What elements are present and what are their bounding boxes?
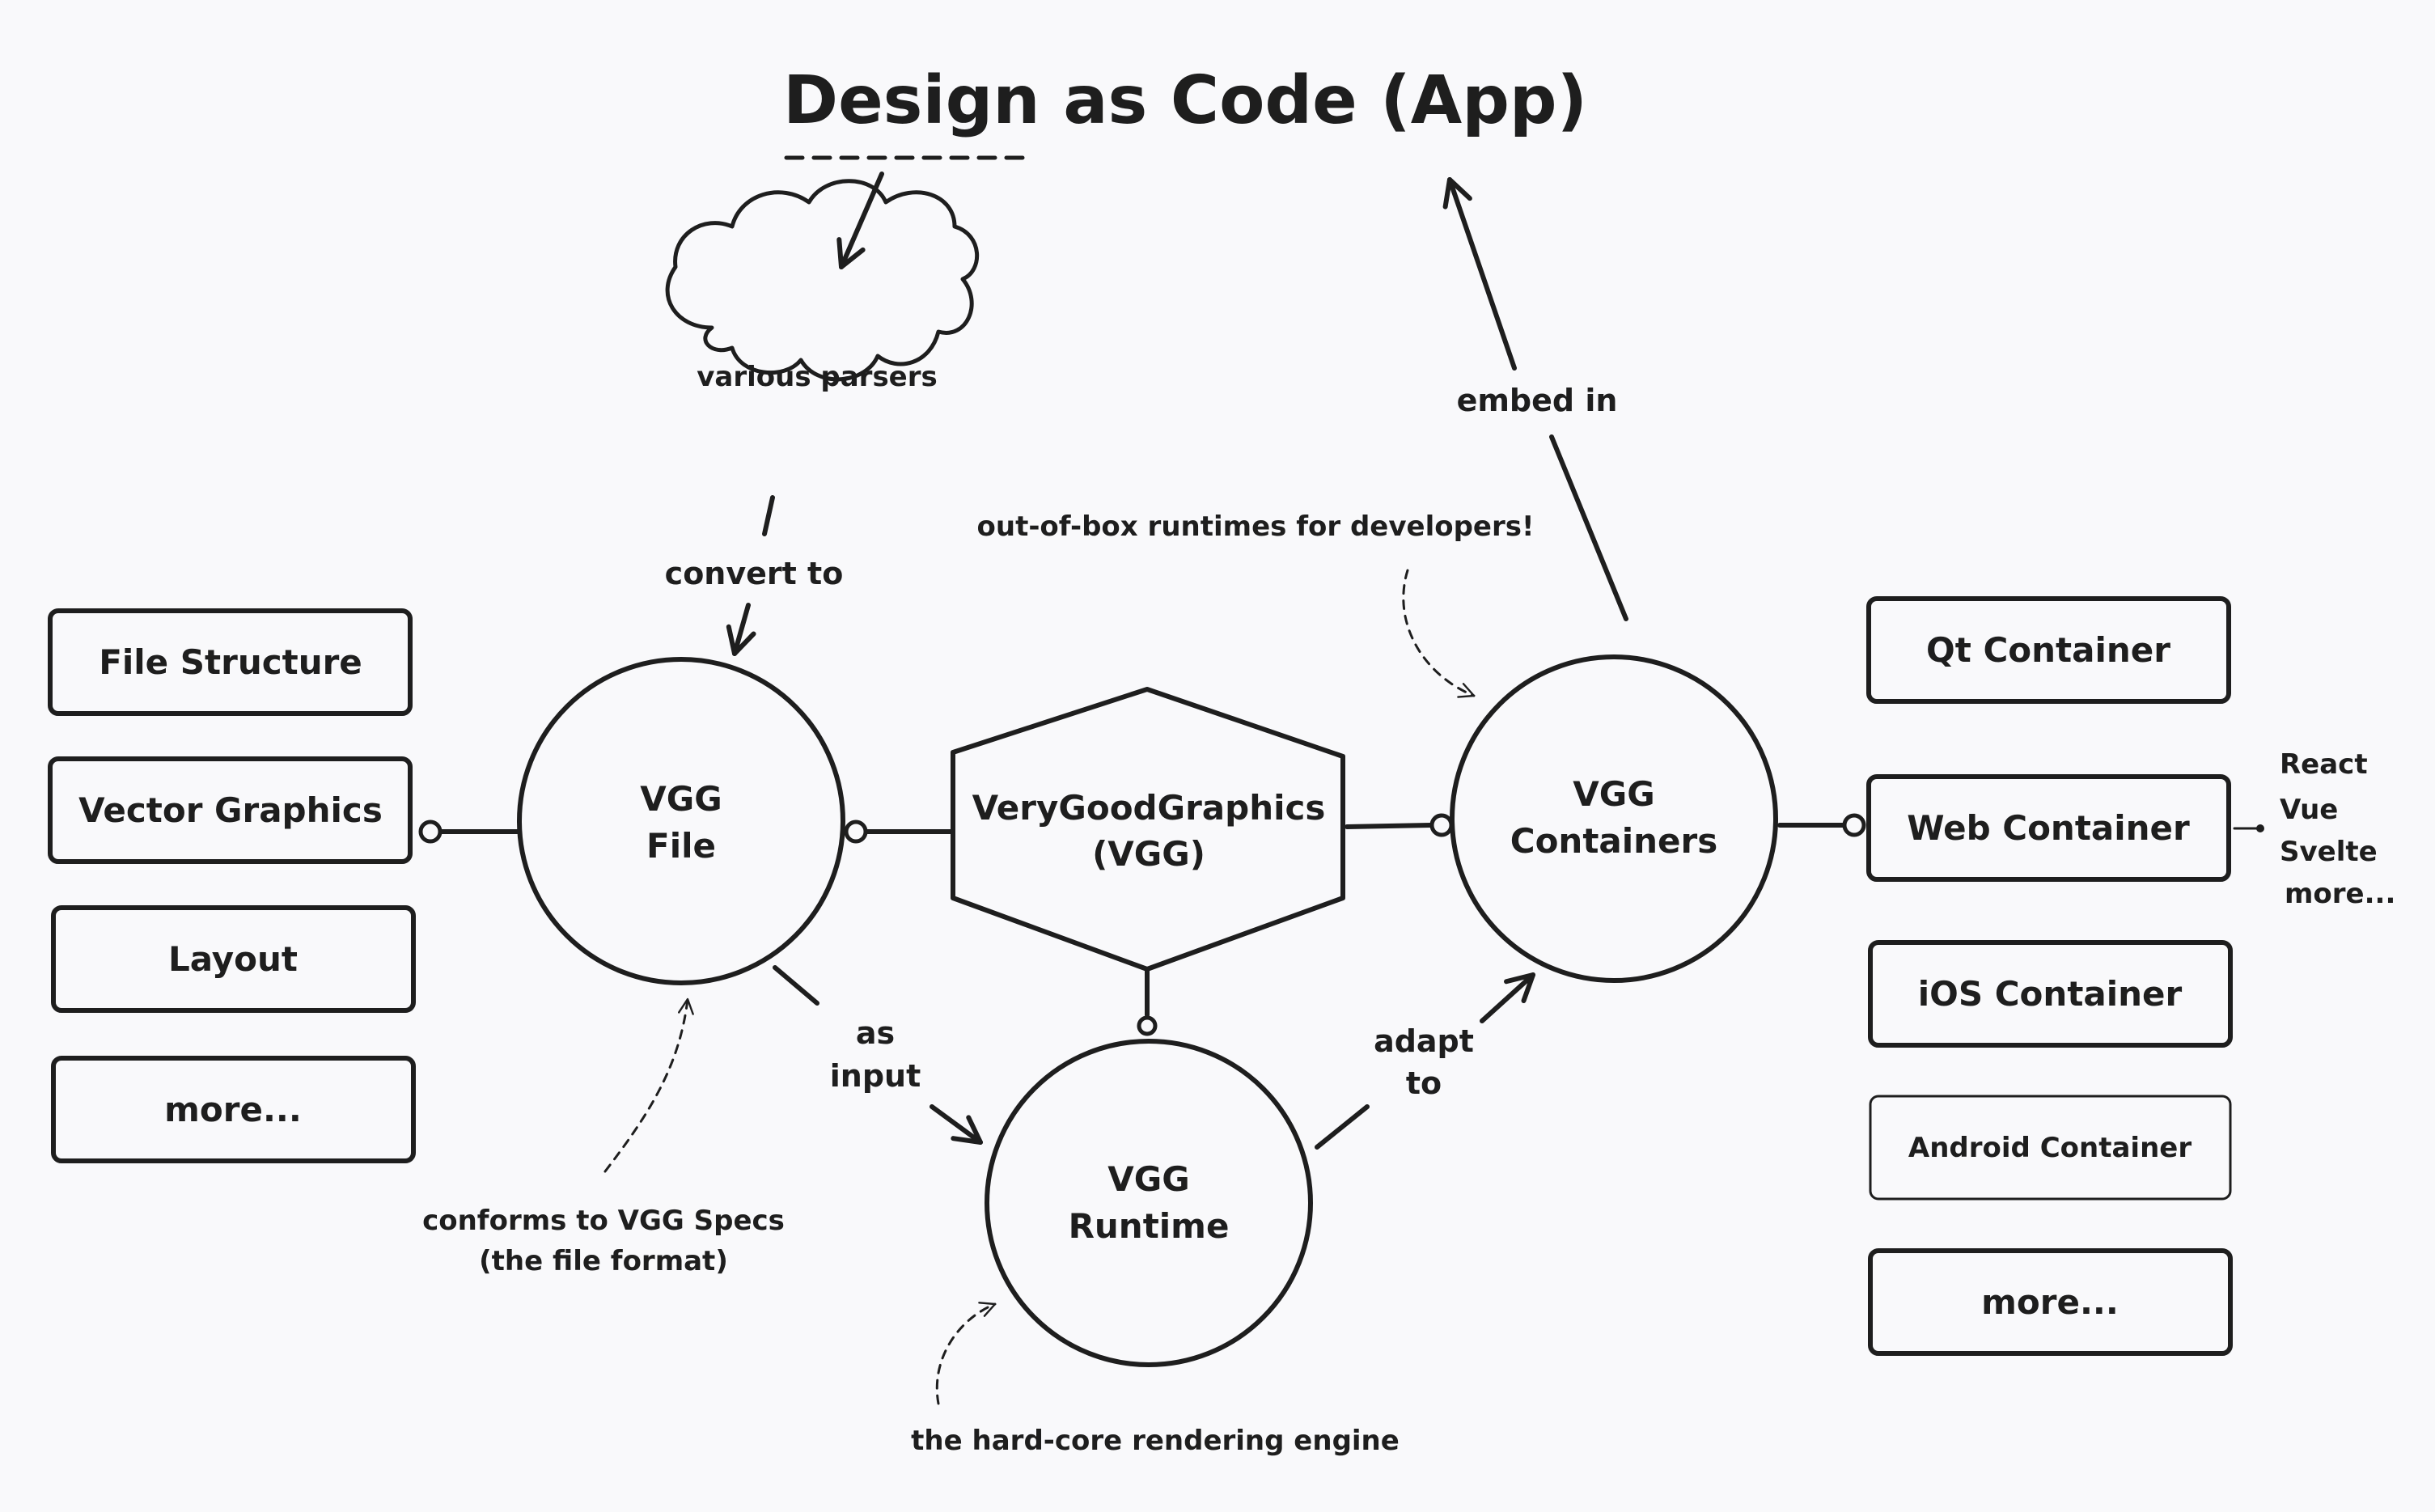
container-label: iOS Container <box>1918 974 2183 1014</box>
container-box <box>1869 1095 2232 1201</box>
line-runtime-adapt <box>1315 1104 1370 1150</box>
file-part-box <box>48 608 413 716</box>
dashed-arrow-specs-note <box>603 997 694 1173</box>
arrow-adapt-containers <box>1480 972 1535 1023</box>
vgg-file-label-line1: VGG <box>640 779 722 819</box>
container-box <box>1866 774 2231 882</box>
diagram-title: Design as Code (App) <box>783 62 1587 139</box>
container-box <box>1868 1248 2233 1356</box>
note-runtimes: out-of-box runtimes for developers! <box>977 510 1535 543</box>
file-part-label: more... <box>164 1090 302 1129</box>
file-parts-group: File Structure Vector Graphics Layout mo… <box>48 608 416 1163</box>
dashed-arrow-engine-note <box>935 1302 997 1405</box>
arrow-asinput-runtime <box>930 1104 983 1145</box>
vgg-runtime-label-line2: Runtime <box>1069 1206 1230 1246</box>
container-label: Qt Container <box>1926 630 2170 670</box>
file-part-box <box>48 756 413 864</box>
note-engine: the hard-core rendering engine <box>911 1425 1400 1457</box>
container-label: Web Container <box>1907 808 2190 848</box>
connector-dot <box>2256 824 2264 832</box>
framework-item: more... <box>2285 878 2395 910</box>
connector-core-containers <box>1345 823 1433 829</box>
dashed-arrow-runtimes-note <box>1402 569 1476 698</box>
connector-dot <box>1137 1015 1158 1036</box>
parsers-label: various parsers <box>697 361 938 393</box>
edge-label-as-input-line2: input <box>830 1058 921 1094</box>
edge-label-convert-to: convert to <box>665 556 844 591</box>
edge-label-adapt-to-line1: adapt <box>1374 1023 1474 1059</box>
line-vggfile-asinput <box>773 965 819 1006</box>
arrow-convert-to-vggfile <box>726 603 756 656</box>
file-part-label: File Structure <box>99 642 362 682</box>
web-frameworks-list: React Vue Svelte more... <box>2280 748 2395 910</box>
vgg-runtime-node <box>985 1039 1313 1367</box>
note-specs-line1: conforms to VGG Specs <box>422 1205 785 1237</box>
framework-item: React <box>2280 748 2368 781</box>
line-parsers-convert <box>762 495 775 536</box>
connector-dot <box>1842 813 1866 837</box>
arrow-embed-to-title <box>1442 177 1517 371</box>
vgg-core-node <box>951 687 1345 972</box>
container-label: Android Container <box>1908 1132 2192 1164</box>
edge-label-as-input-line1: as <box>856 1015 895 1051</box>
vgg-containers-node <box>1450 654 1778 983</box>
framework-item: Vue <box>2280 794 2338 826</box>
file-part-box <box>51 905 416 1013</box>
framework-item: Svelte <box>2280 836 2378 868</box>
vgg-core-label-line1: VeryGoodGraphics <box>972 788 1326 828</box>
file-part-label: Vector Graphics <box>78 790 383 830</box>
file-part-label: Layout <box>168 939 298 979</box>
container-label: more... <box>1981 1282 2119 1322</box>
line-containers-embed <box>1549 434 1628 621</box>
vgg-runtime-label-line1: VGG <box>1107 1159 1189 1199</box>
container-box <box>1866 596 2231 704</box>
vgg-file-label-line2: File <box>646 826 716 866</box>
connector-dot <box>1429 813 1454 837</box>
vgg-containers-label-line2: Containers <box>1510 821 1718 861</box>
edge-label-adapt-to-line2: to <box>1406 1065 1442 1101</box>
connector-dot <box>418 820 443 844</box>
vgg-file-node <box>517 657 845 985</box>
vgg-core-label-line2: (VGG) <box>1092 834 1205 874</box>
edge-label-embed-in: embed in <box>1457 383 1618 418</box>
vgg-containers-label-line1: VGG <box>1573 774 1654 814</box>
connector-dot <box>844 820 868 844</box>
parsers-cloud <box>665 179 980 382</box>
containers-group: Qt Container Web Container iOS Container… <box>1866 596 2233 1356</box>
file-part-box <box>51 1056 416 1163</box>
note-specs-line2: (the file format) <box>479 1245 728 1277</box>
container-box <box>1868 940 2233 1048</box>
